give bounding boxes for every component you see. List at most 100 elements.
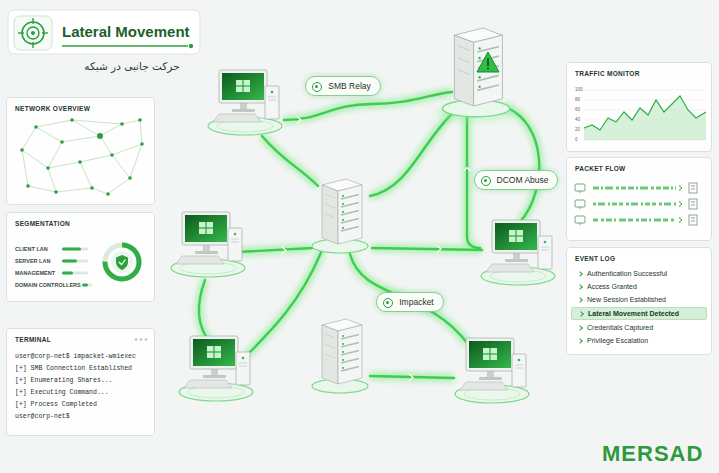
title-frame xyxy=(27,27,39,39)
traffic-chart xyxy=(584,100,706,101)
network-graph-dots xyxy=(20,118,144,196)
segmentation-panel: SEGMENTATIONCLIENT LANSERVER LANMANAGEME… xyxy=(6,212,155,302)
workstation xyxy=(455,338,529,403)
network-graph xyxy=(72,120,100,136)
packet-rows xyxy=(691,221,695,222)
network-graph-dots xyxy=(60,140,64,144)
axis-value: 100 xyxy=(575,85,703,95)
segment-name: SERVER LAN xyxy=(15,257,146,265)
network-link xyxy=(370,110,456,196)
packet-rows xyxy=(575,216,585,223)
segment-donut xyxy=(105,245,139,279)
title-frame xyxy=(42,32,48,33)
link-glow xyxy=(350,254,468,344)
network-link xyxy=(199,280,210,342)
axis-value: 20 xyxy=(575,125,703,135)
terminal-panel: TERMINALuser@corp-net$ impacket-wmiexec[… xyxy=(6,328,155,436)
network-graph xyxy=(92,188,108,194)
link-glow xyxy=(503,106,539,222)
event-log-panel: EVENT LOGAuthentication SuccessfulAccess… xyxy=(566,247,712,355)
traffic-chart xyxy=(584,90,706,140)
segment-name: MANAGEMENT xyxy=(15,269,146,277)
subtitle: حرکت جانبی در شبکه xyxy=(72,60,192,72)
workstation xyxy=(171,212,245,277)
network-link xyxy=(262,136,318,186)
network-graph-dots xyxy=(90,186,94,190)
network-graph xyxy=(56,188,92,192)
packet-rows xyxy=(689,183,697,193)
title-frame xyxy=(62,45,188,46)
segment-bars xyxy=(62,248,81,251)
event-entry: Lateral Movement Detected xyxy=(571,307,707,320)
event-entry: Authentication Successful xyxy=(575,268,703,279)
packet-rows xyxy=(593,188,676,220)
server xyxy=(312,179,368,253)
network-graph xyxy=(140,120,142,144)
terminal-line: [+] Enumerating Shares... xyxy=(15,375,146,387)
workstation xyxy=(208,70,282,135)
network-graph-dots xyxy=(120,122,124,126)
pill-icon xyxy=(312,82,322,92)
network-graph xyxy=(112,144,142,155)
network-graph-dots xyxy=(140,142,144,146)
brand-watermark: MERSAD xyxy=(602,441,703,467)
technique-label: DCOM Abuse xyxy=(497,171,549,189)
segment-donut xyxy=(105,245,139,279)
panel-grounds xyxy=(566,157,712,241)
title-frame xyxy=(8,10,200,54)
network-graph xyxy=(48,168,56,192)
event-entry: Credentials Captured xyxy=(575,322,703,333)
network-graph xyxy=(80,162,92,188)
network-graph xyxy=(36,120,72,127)
traffic-panel: TRAFFIC MONITOR100806040200 xyxy=(566,62,712,152)
panel-grounds xyxy=(566,247,712,355)
network-graph xyxy=(108,178,130,194)
window-dots xyxy=(135,338,147,340)
network-graph xyxy=(22,127,36,150)
packet-rows xyxy=(679,218,682,223)
packet-rows xyxy=(679,202,682,207)
segment-donut xyxy=(119,260,126,265)
pill-icon xyxy=(383,298,393,308)
segment-bars xyxy=(82,284,88,287)
title-frame xyxy=(18,32,24,33)
network-link xyxy=(284,92,452,120)
packet-rows xyxy=(689,215,697,225)
panel-heading: PACKET FLOW xyxy=(575,164,703,173)
terminal-line: [+] Executing Command... xyxy=(15,387,146,399)
network-graph xyxy=(62,136,100,142)
panel-heading: TRAFFIC MONITOR xyxy=(575,69,703,78)
link-glow xyxy=(238,248,312,252)
warning-symbol xyxy=(477,52,499,72)
panel-grounds xyxy=(6,62,712,436)
segment-name: DOMAIN CONTROLLERS xyxy=(15,281,146,289)
packet-rows xyxy=(580,223,581,225)
link-glow xyxy=(370,110,456,196)
network-graph xyxy=(22,150,48,168)
axis-value: 40 xyxy=(575,115,703,125)
packet-rows xyxy=(593,203,676,206)
network-graph xyxy=(22,120,142,194)
packet-rows xyxy=(575,183,697,225)
packet-rows xyxy=(575,184,585,225)
title-frame xyxy=(32,42,33,48)
panel-heading: EVENT LOG xyxy=(575,254,703,263)
segment-bars xyxy=(62,248,88,251)
segment-bars xyxy=(82,284,92,287)
packet-rows xyxy=(679,186,682,191)
network-graph xyxy=(112,155,130,178)
title-frame xyxy=(14,16,52,50)
network-graph xyxy=(122,120,140,124)
network-graph-dots xyxy=(54,190,58,194)
link-glow xyxy=(199,280,210,342)
window-dots xyxy=(140,338,142,340)
terminal-line: [+] SMB Connection Established xyxy=(15,363,146,375)
network-graph-dots xyxy=(78,160,82,164)
network-graph-dots xyxy=(106,192,110,196)
panel-grounds xyxy=(6,97,155,205)
packet-rows xyxy=(689,183,697,225)
panel-grounds xyxy=(566,62,712,152)
terminal-line: [+] Process Completed xyxy=(15,399,146,411)
workstation xyxy=(179,336,253,401)
